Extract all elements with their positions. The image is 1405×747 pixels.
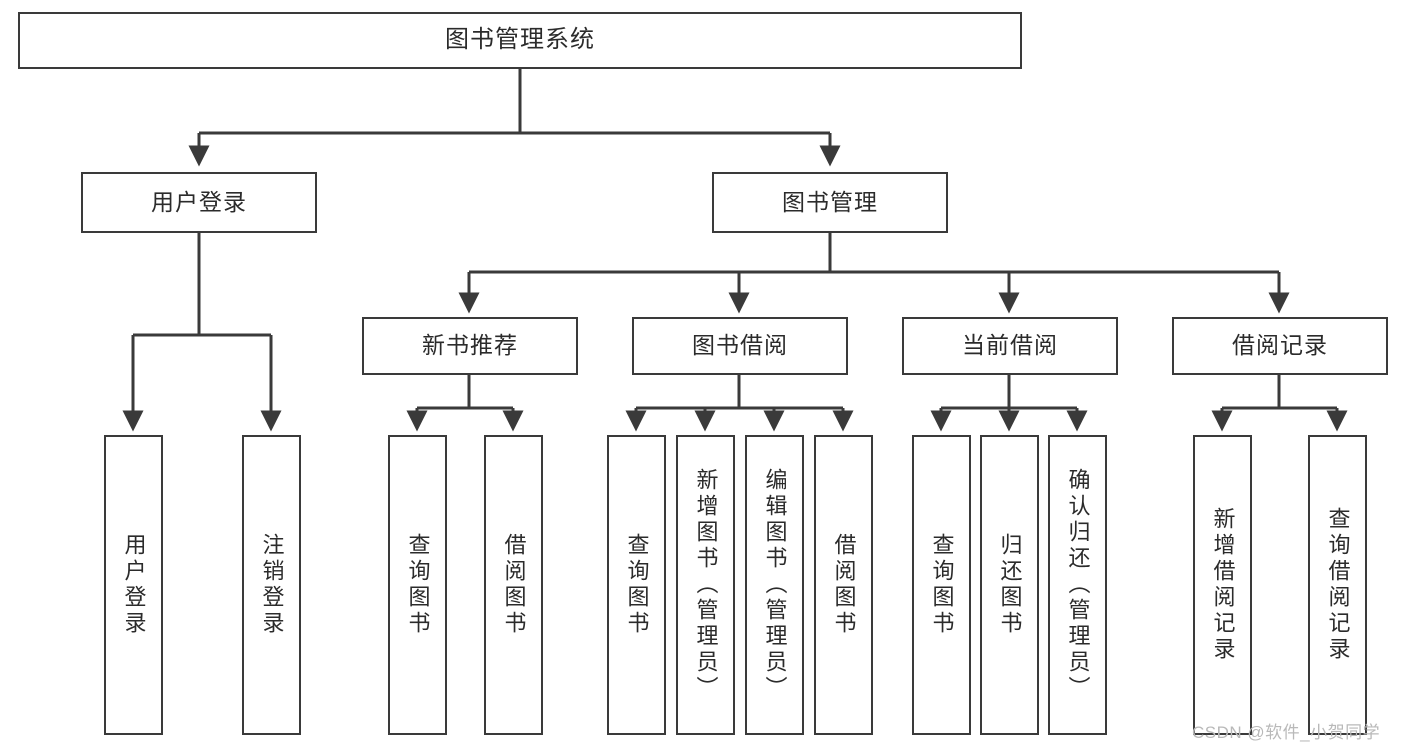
node-label: 新增借阅记录: [1210, 507, 1236, 663]
node-user-login[interactable]: 用户登录: [81, 172, 317, 233]
node-label: 借阅图书: [831, 533, 857, 637]
node-leaf-query-book-3[interactable]: 查询图书: [912, 435, 971, 735]
node-label: 查询图书: [405, 533, 431, 637]
node-new-book-recommend[interactable]: 新书推荐: [362, 317, 578, 375]
node-label: 借阅记录: [1232, 332, 1328, 359]
node-label: 编辑图书（管理员）: [762, 468, 788, 702]
node-label: 查询图书: [929, 533, 955, 637]
node-label: 当前借阅: [962, 332, 1058, 359]
node-leaf-query-book-1[interactable]: 查询图书: [388, 435, 447, 735]
node-label: 图书管理系统: [445, 26, 595, 54]
watermark-text: CSDN @软件_小贺同学: [1192, 723, 1381, 742]
node-label: 图书管理: [782, 188, 878, 215]
node-leaf-borrow-book-2[interactable]: 借阅图书: [814, 435, 873, 735]
node-current-borrow[interactable]: 当前借阅: [902, 317, 1118, 375]
node-label: 注销登录: [259, 533, 285, 637]
node-label: 图书借阅: [692, 332, 788, 359]
node-leaf-query-record[interactable]: 查询借阅记录: [1308, 435, 1367, 735]
node-leaf-add-book[interactable]: 新增图书（管理员）: [676, 435, 735, 735]
node-leaf-user-logout[interactable]: 注销登录: [242, 435, 301, 735]
node-label: 确认归还（管理员）: [1065, 468, 1091, 702]
node-label: 归还图书: [997, 533, 1023, 637]
node-label: 借阅图书: [501, 533, 527, 637]
node-label: 用户登录: [151, 188, 247, 215]
node-borrow-record[interactable]: 借阅记录: [1172, 317, 1388, 375]
node-label: 用户登录: [121, 533, 147, 637]
node-leaf-borrow-book-1[interactable]: 借阅图书: [484, 435, 543, 735]
node-leaf-add-record[interactable]: 新增借阅记录: [1193, 435, 1252, 735]
node-label: 新增图书（管理员）: [693, 468, 719, 702]
node-book-borrow[interactable]: 图书借阅: [632, 317, 848, 375]
node-label: 新书推荐: [422, 332, 518, 359]
node-leaf-confirm-return[interactable]: 确认归还（管理员）: [1048, 435, 1107, 735]
node-leaf-edit-book[interactable]: 编辑图书（管理员）: [745, 435, 804, 735]
node-leaf-return-book[interactable]: 归还图书: [980, 435, 1039, 735]
node-root-system[interactable]: 图书管理系统: [18, 12, 1022, 69]
node-leaf-query-book-2[interactable]: 查询图书: [607, 435, 666, 735]
node-leaf-user-login[interactable]: 用户登录: [104, 435, 163, 735]
node-label: 查询借阅记录: [1325, 507, 1351, 663]
node-label: 查询图书: [624, 533, 650, 637]
node-book-manage[interactable]: 图书管理: [712, 172, 948, 233]
